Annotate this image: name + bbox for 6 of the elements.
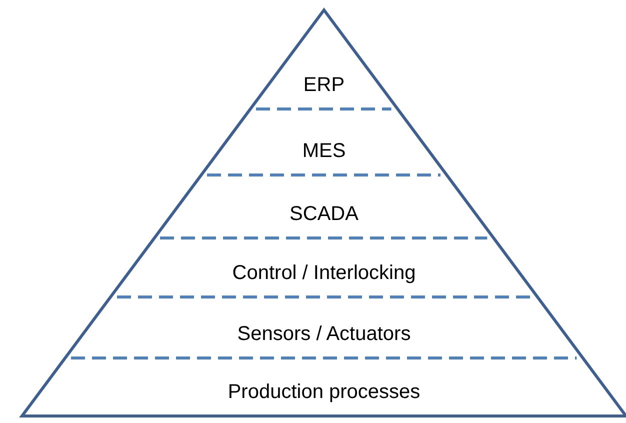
layer-label: Control / Interlocking <box>232 261 416 285</box>
layer-label: Sensors / Actuators <box>237 322 411 346</box>
layer-label: ERP <box>303 73 345 97</box>
layer-label: Production processes <box>228 380 420 404</box>
layer-label: SCADA <box>290 202 358 226</box>
layer-label: MES <box>302 139 346 163</box>
